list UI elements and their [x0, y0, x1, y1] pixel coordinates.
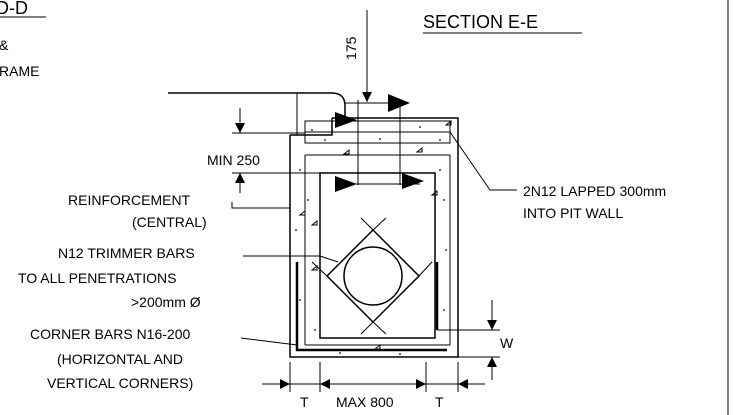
trimmer-tail-br — [418, 261, 433, 277]
corner-leader — [240, 337, 298, 346]
dim-min250-arrow-top — [235, 123, 245, 133]
corner-label-line1: CORNER BARS N16-200 — [30, 326, 190, 342]
trimmer-tail-t2 — [372, 217, 387, 231]
reinforcement-leader — [231, 202, 290, 209]
concrete-hatching — [295, 119, 452, 355]
corner-label-line3: VERTICAL CORNERS) — [47, 375, 193, 391]
left-note-line1: & — [0, 37, 9, 53]
trimmer-label-line2: TO ALL PENETRATIONS — [18, 270, 176, 286]
left-section-title: D-D — [0, 0, 28, 18]
dim-bottom-arrow-2 — [320, 379, 330, 389]
dim-min250-label: MIN 250 — [207, 152, 260, 168]
lapped-leader — [449, 131, 517, 191]
dim-175-arrow — [362, 92, 372, 102]
section-title: SECTION E-E — [423, 12, 538, 32]
dim-t-left-label: T — [300, 394, 309, 410]
trimmer-diamond — [325, 228, 421, 324]
dim-bottom-arrow-3 — [416, 379, 426, 389]
dim-min250-arrow-bottom — [235, 173, 245, 183]
dim-w-label: W — [500, 335, 514, 351]
trimmer-tail-b1 — [360, 321, 374, 335]
trimmer-label-line1: N12 TRIMMER BARS — [58, 245, 195, 261]
lapped-label-line1: 2N12 LAPPED 300mm — [523, 183, 666, 199]
lapped-label-line2: INTO PIT WALL — [523, 205, 623, 221]
left-note-line2: RAME — [0, 63, 39, 79]
trimmer-tail-tr — [360, 217, 374, 231]
dim-w-arrow-bottom — [487, 357, 497, 367]
pit-outer-wall-left-top — [290, 118, 333, 136]
trimmer-label-line3: >200mm Ø — [131, 294, 201, 310]
reinforcement-label-line2: (CENTRAL) — [132, 214, 207, 230]
corner-bar-left — [295, 262, 447, 352]
penetration-circle — [343, 246, 403, 306]
dim-t-right-label: T — [435, 394, 444, 410]
lapped-bar-arrow-mid — [335, 112, 357, 128]
dim-max800-label: MAX 800 — [336, 394, 394, 410]
trimmer-tail-b2 — [372, 321, 387, 335]
dim-bottom-arrow-1 — [280, 379, 290, 389]
frame-edge — [331, 92, 346, 118]
dim-175-label: 175 — [343, 36, 359, 60]
lapped-bar-arrow-lower-right — [402, 173, 424, 189]
reinforcement-label-line1: REINFORCEMENT — [68, 192, 191, 208]
inner-chamber — [319, 172, 436, 339]
trimmer-tail-tl — [311, 261, 328, 277]
corner-label-line2: (HORIZONTAL AND — [57, 351, 183, 367]
dim-bottom-arrow-4 — [458, 379, 468, 389]
trimmer-leader — [243, 255, 339, 263]
dim-w-arrow-top — [487, 320, 497, 330]
